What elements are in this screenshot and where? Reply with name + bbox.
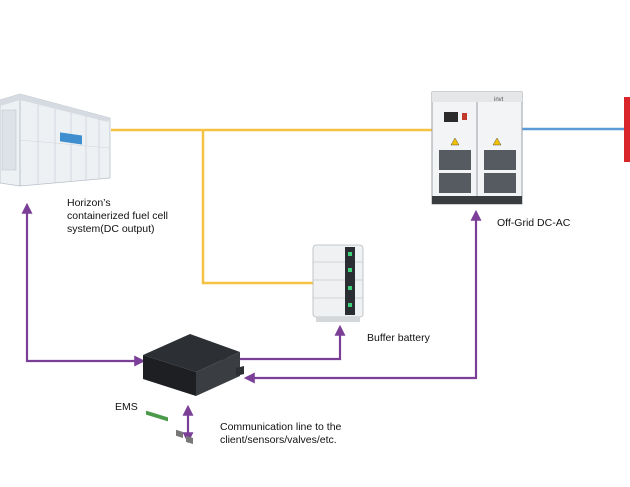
- comm-line-ems-fuelcell: [21, 202, 146, 367]
- load-bar: [624, 97, 630, 162]
- battery-label: Buffer battery: [367, 332, 430, 344]
- comm-line-label-line-1: Communication line to the: [220, 421, 342, 433]
- comm-line-label-line-2: client/sensors/valves/etc.: [220, 434, 337, 446]
- inverter-cabinet: invt: [431, 91, 523, 205]
- comm-lines: [21, 202, 482, 444]
- fuel-cell-label-line-3: system(DC output): [67, 223, 155, 235]
- fuel-cell-container: [0, 93, 111, 187]
- fuel-cell-label-line-2: containerized fuel cell: [67, 210, 168, 222]
- fuel-cell-label-line-1: Horizon’s: [67, 197, 111, 209]
- inverter-label: Off-Grid DC-AC: [497, 217, 571, 229]
- dc-line-to-battery: [201, 130, 313, 285]
- inverter-brand: invt: [494, 97, 504, 103]
- ems-device: [143, 334, 244, 445]
- ems-label: EMS: [115, 401, 138, 413]
- battery-stack: [312, 244, 364, 322]
- comm-line-label: Communication line to the client/sensors…: [220, 421, 341, 447]
- fuel-cell-label: Horizon’s containerized fuel cell system…: [67, 197, 168, 236]
- comm-line-ems-inverter: [243, 209, 482, 384]
